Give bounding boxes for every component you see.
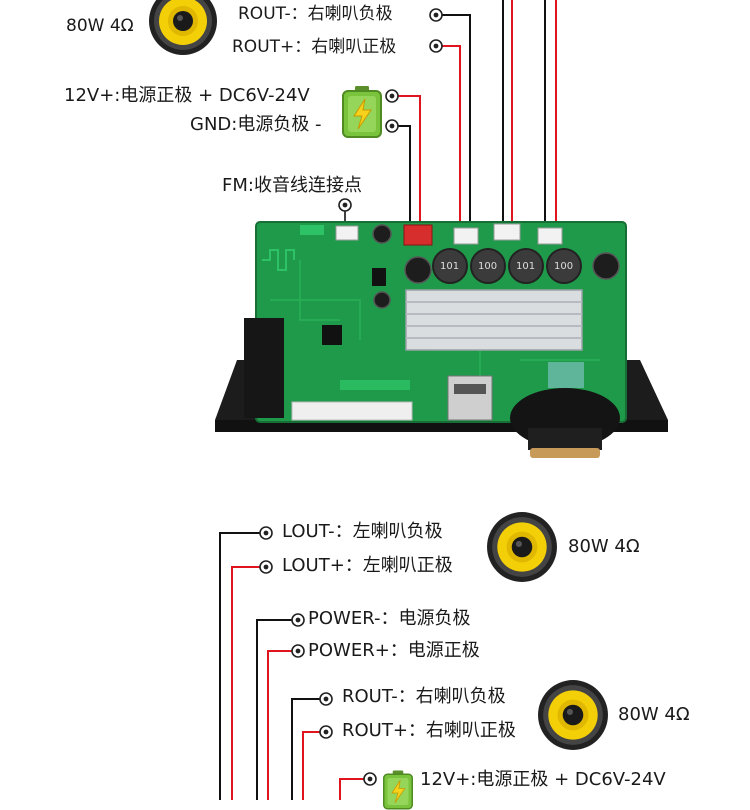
wire-power-plus-b — [267, 650, 298, 800]
wire-power-minus — [256, 619, 298, 800]
power-plus-label: POWER+：电源正极 — [308, 640, 480, 661]
power-minus-label: POWER-：电源负极 — [308, 608, 471, 629]
inductor-label: 101 — [516, 261, 536, 272]
speaker-icon — [538, 680, 608, 750]
rout-plus-label: ROUT+：右喇叭正极 — [342, 720, 516, 741]
lout-plus-label: LOUT+：左喇叭正极 — [282, 555, 453, 576]
speaker-rating-label: 80W 4Ω — [568, 536, 640, 557]
inductor-label: 100 — [478, 261, 498, 272]
battery-icon — [342, 86, 382, 138]
speaker-rating-label: 80W 4Ω — [618, 704, 690, 725]
rout-minus-label: ROUT-：右喇叭负极 — [238, 4, 393, 24]
wire-lout-minus — [219, 532, 266, 800]
wire-rout-plus — [436, 45, 461, 222]
inductor-label: 101 — [440, 261, 460, 272]
rout-minus-label: ROUT-：右喇叭负极 — [342, 686, 506, 707]
wire-power-plus — [392, 95, 421, 222]
power-plus-label: 12V+:电源正极 + DC6V-24V — [420, 769, 666, 790]
rout-plus-label: ROUT+：右喇叭正极 — [232, 37, 397, 57]
wire-rout-plus-b — [302, 731, 326, 800]
wire-rout-minus-b — [291, 698, 326, 800]
speaker-icon — [149, 0, 217, 55]
speaker-icon — [487, 512, 557, 582]
speaker-rating-label: 80W 4Ω — [66, 16, 134, 36]
fm-label: FM:收音线连接点 — [222, 175, 362, 196]
wire-lout-plus — [231, 566, 266, 800]
power-plus-label: 12V+:电源正极 + DC6V-24V — [64, 85, 310, 106]
gnd-label: GND:电源负极 - — [190, 114, 322, 135]
wire-rout-minus — [436, 14, 471, 222]
wire-12v-b — [339, 778, 370, 800]
lout-minus-label: LOUT-：左喇叭负极 — [282, 521, 443, 542]
inductor-label: 100 — [554, 261, 574, 272]
